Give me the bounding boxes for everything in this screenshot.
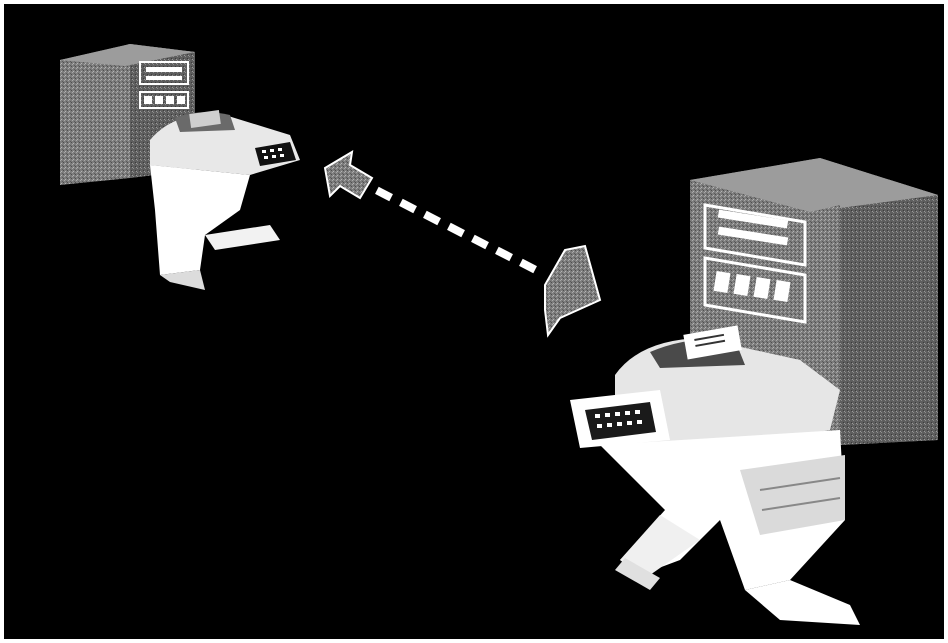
illustration-frame (0, 0, 948, 643)
illustration (0, 0, 948, 643)
